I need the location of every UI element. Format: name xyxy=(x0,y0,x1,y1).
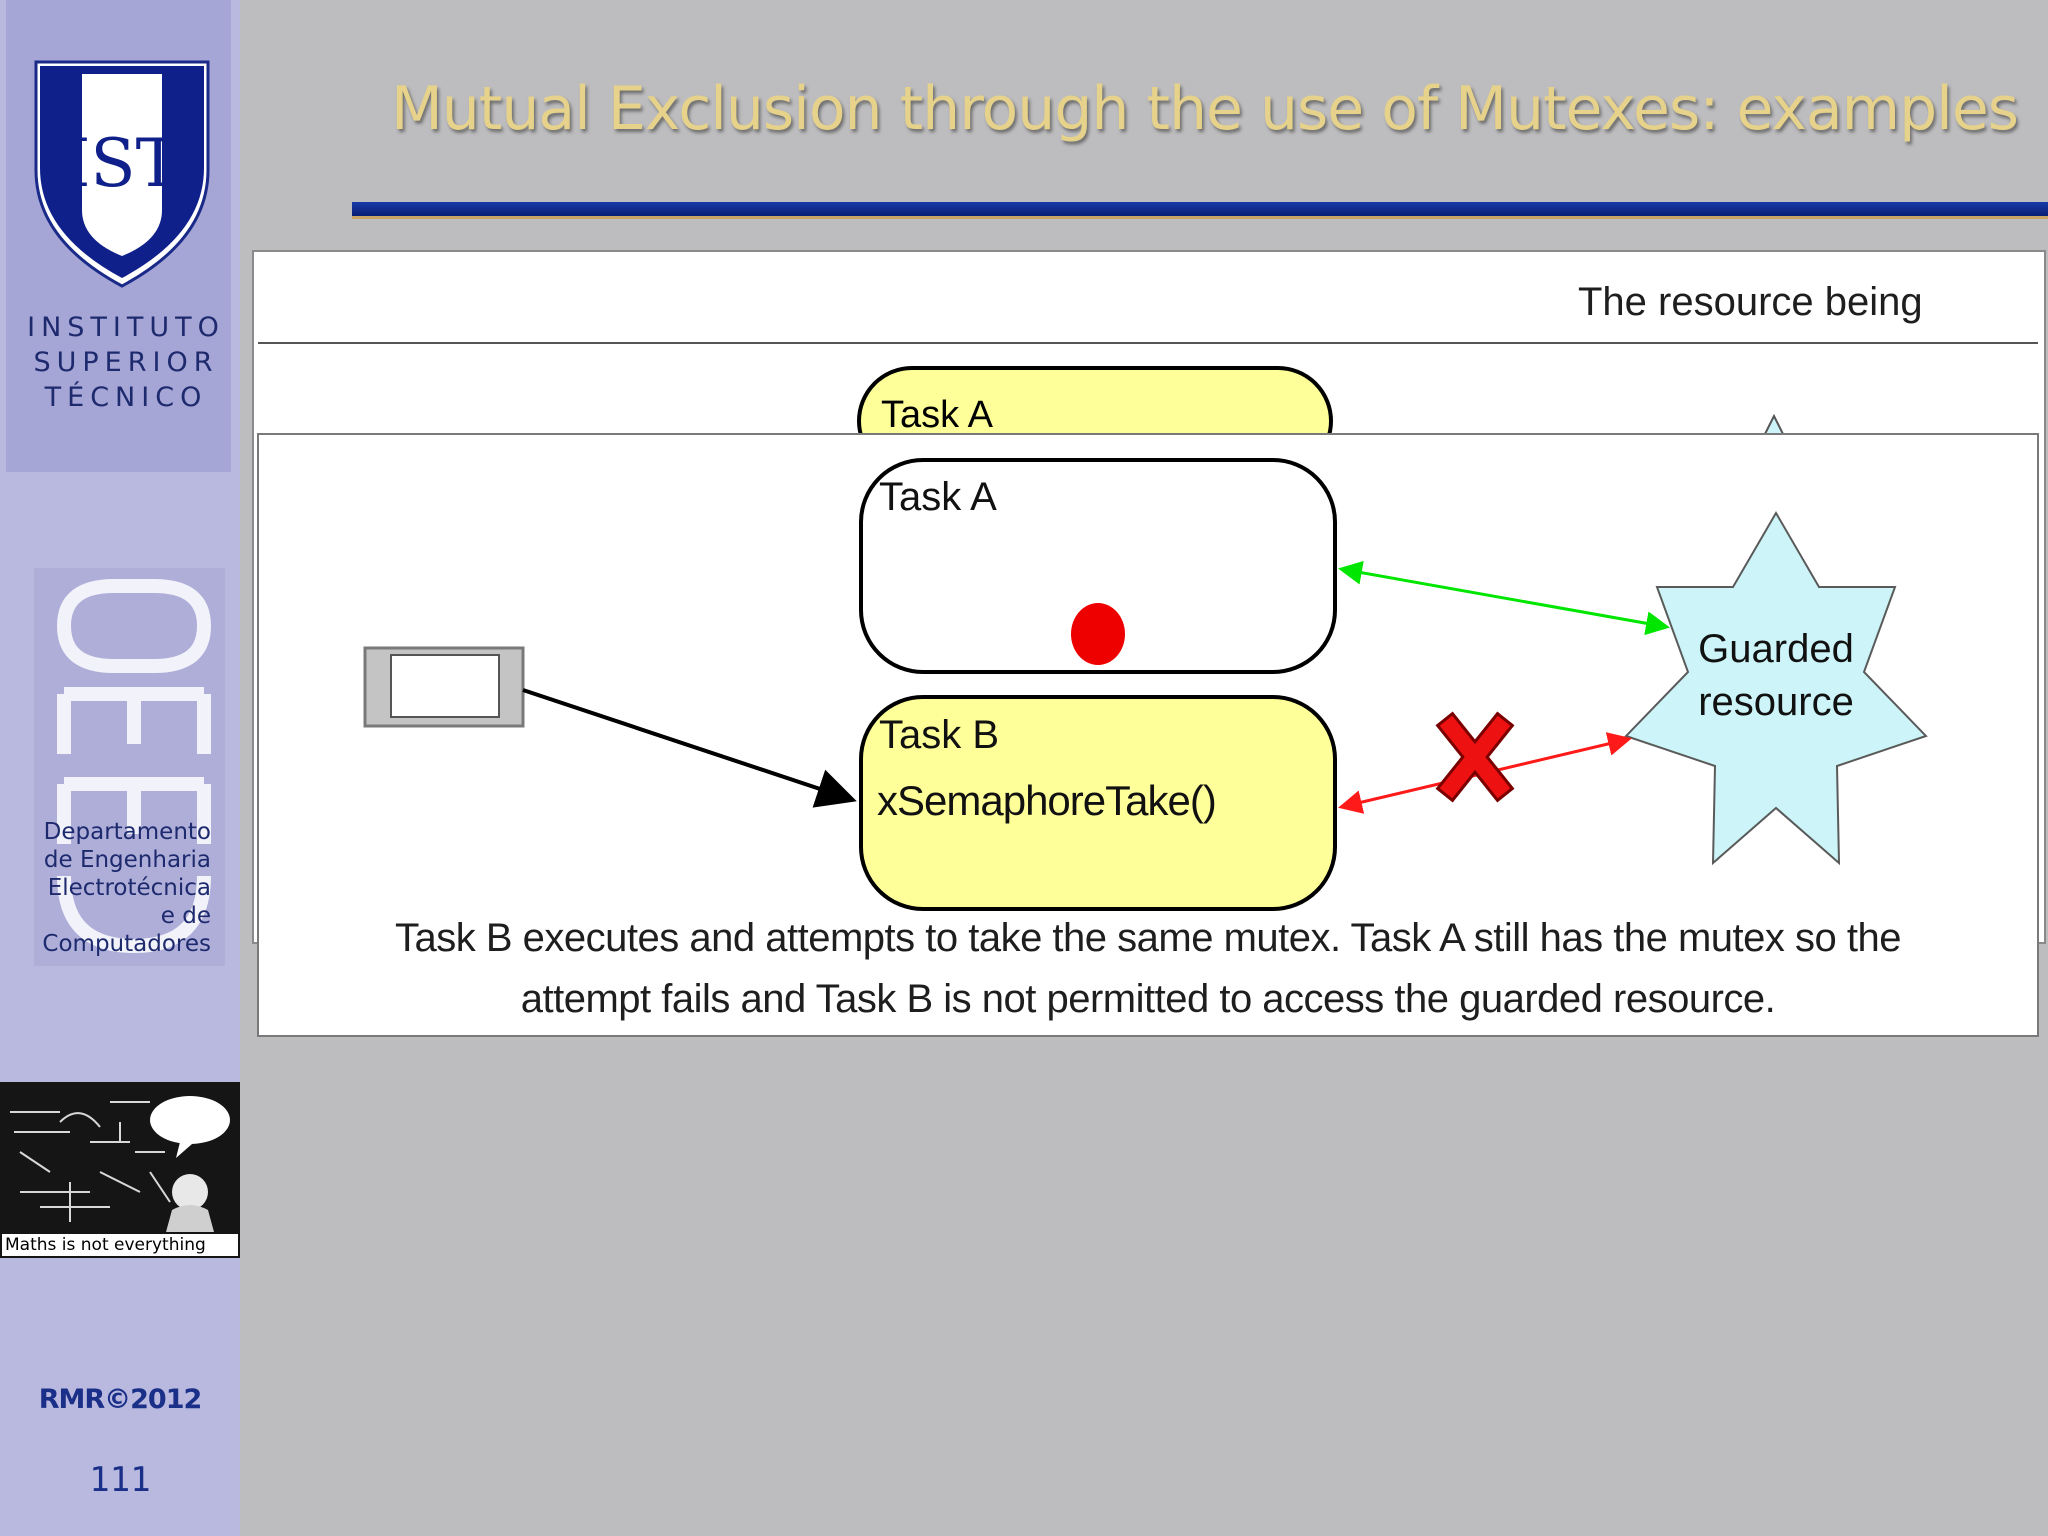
task-b-call: xSemaphoreTake() xyxy=(877,777,1216,824)
ist-logo: IST INSTITUTO SUPERIOR TÉCNICO xyxy=(6,0,231,472)
caption-line-1: Task B executes and attempts to take the… xyxy=(395,916,1901,960)
resource-label-line-1: Guarded xyxy=(1698,627,1854,671)
resource-label-line-2: resource xyxy=(1698,680,1854,724)
access-granted-arrow xyxy=(1338,560,1670,636)
task-b-label: Task B xyxy=(879,713,999,757)
deec-letters-graphic xyxy=(56,579,212,954)
mutex-token-icon xyxy=(1071,603,1125,665)
ist-shield-icon: IST xyxy=(34,60,210,288)
mutex-holder xyxy=(363,646,525,728)
ist-name-line-1: INSTITUTO xyxy=(27,312,225,343)
einstein-cartoon: Maths is not everything xyxy=(0,1082,240,1258)
deec-department-name: Departamento de Engenharia Electrotécnic… xyxy=(31,818,211,958)
guarded-resource-star: Guarded resource xyxy=(1624,511,1928,866)
deec-line-4: e de xyxy=(160,903,211,929)
take-attempt-arrow xyxy=(522,688,857,808)
cartoon-drawing-icon xyxy=(10,1096,230,1232)
ist-name-line-2: SUPERIOR xyxy=(33,347,219,378)
background-task-a-label: Task A xyxy=(881,394,993,436)
cartoon-caption: Maths is not everything xyxy=(2,1234,238,1256)
caption-line-2: attempt fails and Task B is not permitte… xyxy=(520,977,1776,1021)
background-divider xyxy=(258,342,2038,344)
page-number: 111 xyxy=(89,1460,151,1500)
svg-text:IST: IST xyxy=(64,125,179,202)
sidebar: IST INSTITUTO SUPERIOR TÉCNICO Departame… xyxy=(0,0,240,1536)
title-rule xyxy=(352,202,2048,219)
mutex-diagram: Task A Task B xSemaphoreTake() Guarded r… xyxy=(363,458,1928,911)
task-a-label: Task A xyxy=(879,475,997,519)
task-b-box: Task B xSemaphoreTake() xyxy=(859,695,1337,911)
deec-line-5: Computadores xyxy=(42,931,211,957)
deec-line-1: Departamento xyxy=(43,819,211,845)
background-header-text: The resource being xyxy=(1578,280,1923,324)
copyright-notice: RMR©2012 xyxy=(38,1384,203,1415)
denied-x-icon xyxy=(1435,711,1515,803)
deec-logo: Departamento de Engenharia Electrotécnic… xyxy=(34,568,225,966)
task-a-box: Task A xyxy=(859,458,1337,674)
diagram-panel: Task A Task B xSemaphoreTake() Guarded r… xyxy=(257,433,2039,1037)
deec-line-3: Electrotécnica xyxy=(47,875,211,901)
deec-line-2: de Engenharia xyxy=(43,847,211,873)
slide-title: Mutual Exclusion through the use of Mute… xyxy=(391,74,2019,144)
ist-name-line-3: TÉCNICO xyxy=(44,382,208,413)
